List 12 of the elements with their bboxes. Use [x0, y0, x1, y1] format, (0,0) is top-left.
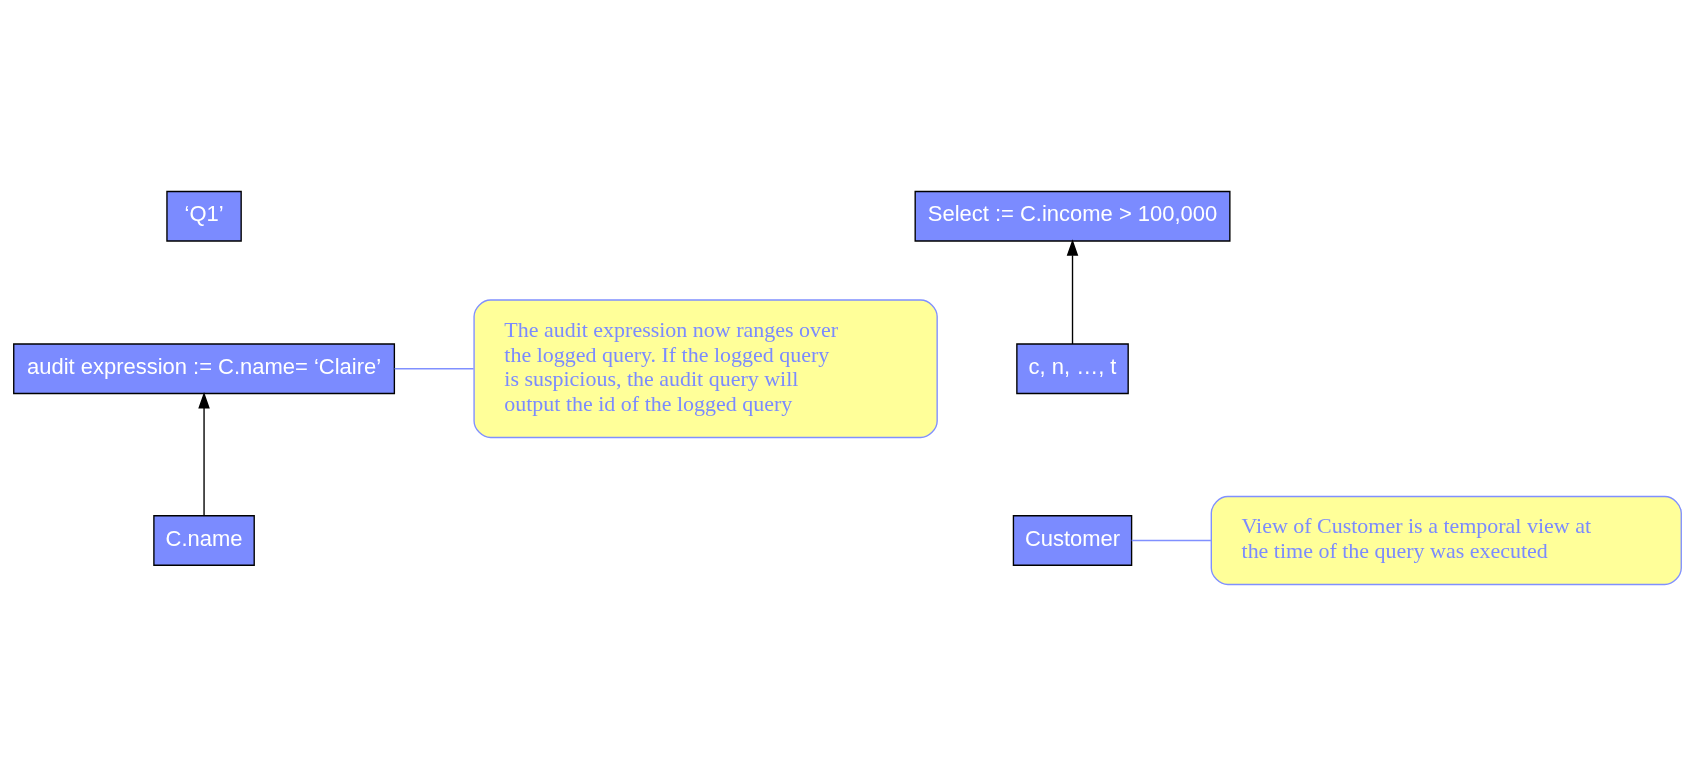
- node-box: c, n, …, t: [1016, 343, 1129, 395]
- connector: [1130, 539, 1212, 542]
- arrow: [198, 391, 210, 517]
- node-box: The audit expression now ranges over the logged query. If the logged query is suspicious, the audit query will output the id of the logged query: [473, 299, 938, 439]
- connector: [393, 368, 475, 370]
- node-box: Select := C.income > 100,000: [914, 190, 1231, 242]
- node-box: ‘Q1’: [166, 190, 242, 242]
- arrow: [1066, 239, 1079, 345]
- node-box: View of Customer is a temporal view at the time of the query was executed: [1210, 495, 1682, 586]
- node-box: C.name: [153, 515, 255, 566]
- node-box: Customer: [1012, 515, 1133, 566]
- node-box: audit expression := C.name= ‘Claire’: [13, 343, 396, 395]
